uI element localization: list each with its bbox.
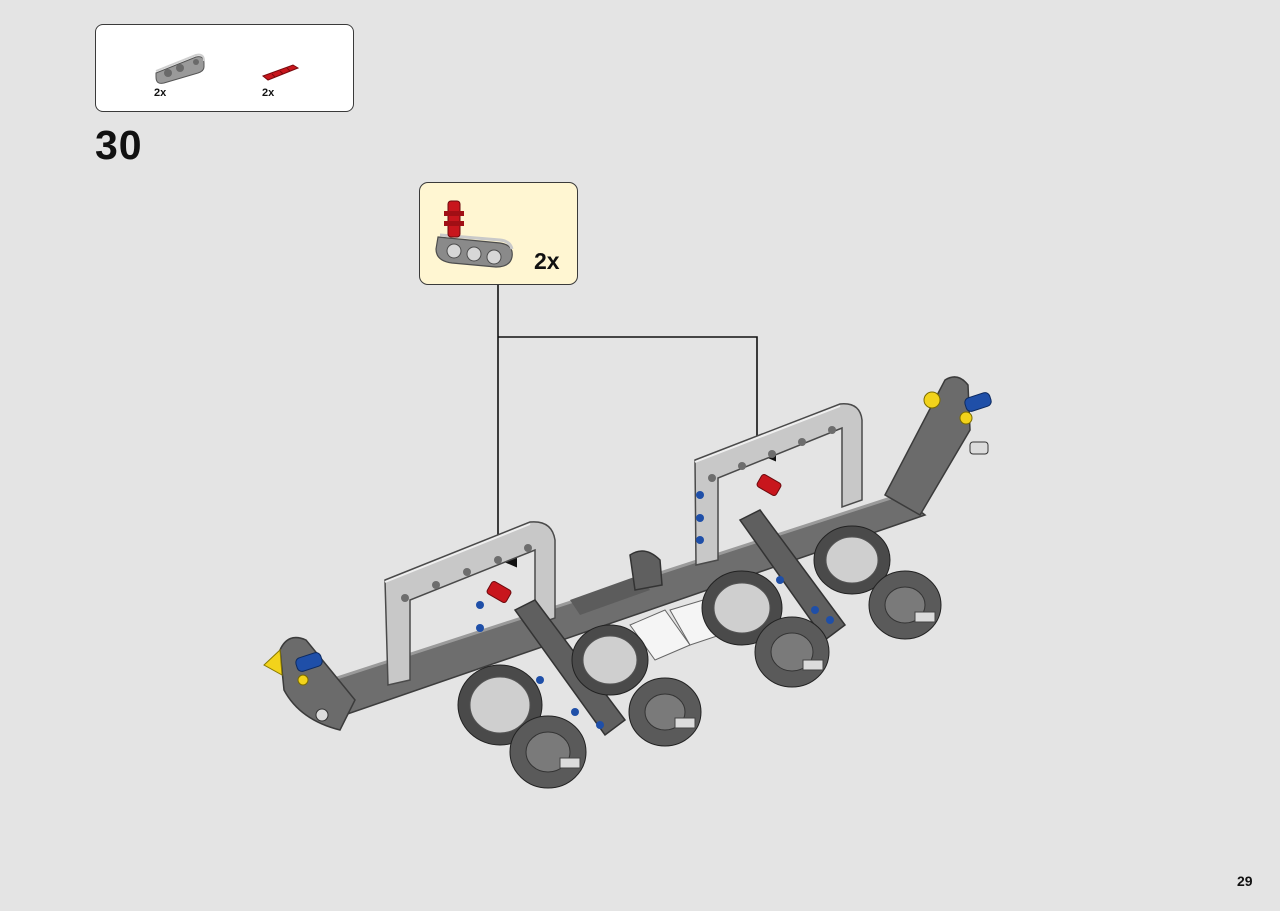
wheel-5 — [701, 570, 783, 646]
part-quantity-2: 2x — [262, 87, 275, 99]
grey-angled-beam-icon — [155, 53, 205, 84]
wheel-8 — [868, 570, 942, 640]
blue-pins — [536, 576, 834, 729]
step-number: 30 — [95, 122, 143, 168]
wheel-7 — [813, 525, 891, 595]
wheel-2 — [509, 715, 587, 789]
right-frame — [694, 403, 863, 566]
subassembly-callout: 2x — [419, 182, 578, 285]
wheel-1 — [457, 664, 543, 746]
wheels — [457, 525, 942, 789]
left-frame — [384, 521, 556, 686]
red-pin-left — [486, 581, 512, 603]
cross-beams — [513, 509, 847, 737]
wheel-3 — [571, 624, 649, 696]
callout-arrows — [494, 285, 777, 568]
subassembly-quantity: 2x — [534, 248, 560, 274]
red-axle-pin-icon — [261, 64, 300, 81]
page-number: 29 — [1237, 873, 1253, 889]
red-pin-right — [756, 474, 782, 496]
wheel-6 — [754, 616, 830, 688]
part-quantity-1: 2x — [154, 87, 167, 99]
parts-list-box: 2x 2x — [95, 24, 354, 112]
wheel-4 — [628, 677, 702, 747]
right-arm — [884, 376, 992, 517]
beam-with-red-pin-icon — [435, 200, 514, 268]
left-arm — [263, 636, 356, 731]
arrow-right — [498, 336, 777, 462]
